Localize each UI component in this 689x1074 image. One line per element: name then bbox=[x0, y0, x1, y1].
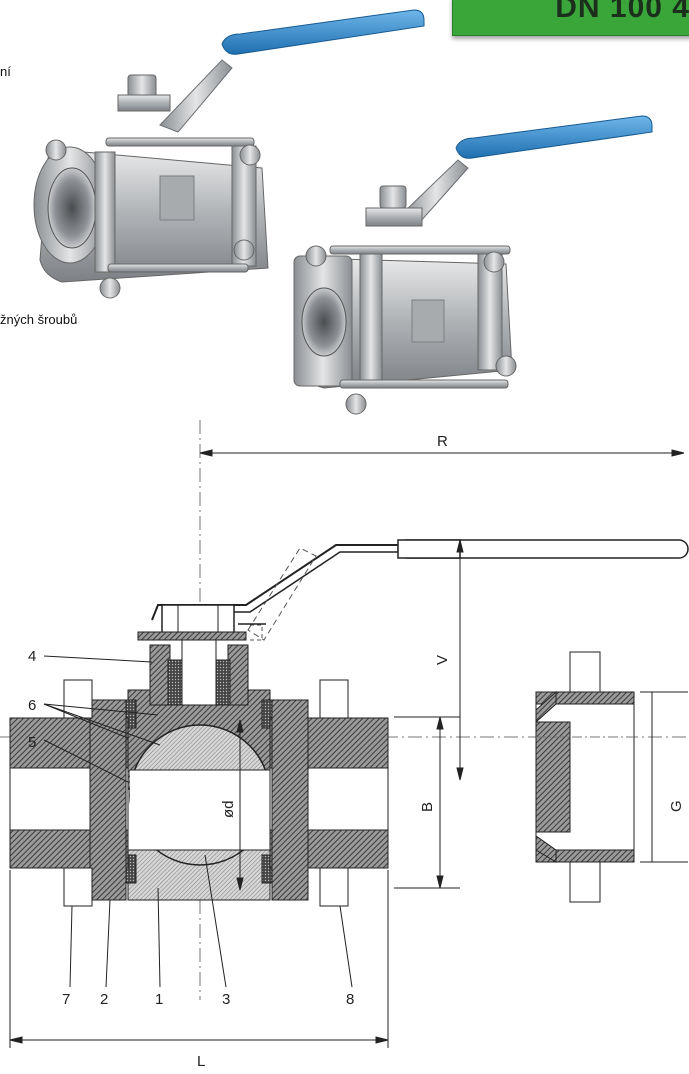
dim-label-v: V bbox=[434, 655, 451, 665]
ball-bore bbox=[130, 770, 270, 850]
gland-left bbox=[149, 644, 171, 706]
bolt-top-2 bbox=[329, 245, 511, 255]
valve-photo-2 bbox=[293, 115, 653, 415]
nut-2c bbox=[345, 393, 367, 415]
dim-od-arrow-top bbox=[236, 719, 244, 733]
lever-grip-2 bbox=[455, 115, 653, 159]
leader-6a bbox=[43, 703, 159, 716]
valve-photo-1 bbox=[33, 9, 425, 299]
part-label-3: 3 bbox=[222, 991, 230, 1008]
right-nut-top bbox=[319, 679, 349, 719]
body-marking-2 bbox=[411, 299, 445, 343]
dim-od-arrow-bottom bbox=[236, 877, 244, 891]
leader-7 bbox=[69, 905, 73, 988]
dim-label-b: B bbox=[419, 802, 436, 812]
bolt-bottom-1 bbox=[107, 263, 249, 273]
bolt-bottom-2 bbox=[339, 379, 509, 389]
nut-1a bbox=[45, 139, 67, 161]
lever-grip-1 bbox=[221, 9, 425, 55]
badge-text: DN 100 4 bbox=[555, 0, 689, 24]
dim-b-arrow-bottom bbox=[436, 875, 444, 889]
stem-base-1 bbox=[117, 94, 171, 112]
stop-pin-phantom bbox=[250, 624, 263, 641]
part-label-4: 4 bbox=[28, 648, 36, 665]
nut-1d bbox=[233, 239, 255, 261]
part-label-8: 8 bbox=[346, 991, 354, 1008]
left-flange bbox=[89, 699, 127, 901]
left-nut-bottom bbox=[63, 867, 93, 907]
nut-1c bbox=[99, 277, 121, 299]
technical-drawing bbox=[0, 420, 689, 1048]
body-marking-1 bbox=[159, 175, 195, 221]
side-view-nut-top bbox=[569, 651, 601, 693]
side-view-wall bbox=[535, 721, 571, 833]
bolt-top-1 bbox=[105, 137, 255, 147]
dim-b-arrow-top bbox=[436, 716, 444, 730]
stem-nut-1 bbox=[127, 74, 157, 98]
part-label-2: 2 bbox=[100, 991, 108, 1008]
part-label-6: 6 bbox=[28, 697, 36, 714]
leader-6b bbox=[43, 703, 129, 739]
stem-packing-left bbox=[167, 659, 183, 709]
text-fragment-2: žných šroubů bbox=[0, 312, 78, 327]
nut-1b bbox=[239, 144, 261, 166]
leader-8 bbox=[339, 905, 353, 988]
dim-label-od: ød bbox=[220, 800, 237, 818]
right-flange bbox=[271, 699, 309, 901]
side-view bbox=[535, 651, 688, 903]
dim-v-arrow-bottom bbox=[456, 767, 464, 781]
dim-r-arrow-right bbox=[671, 449, 685, 457]
dim-r-arrow-left bbox=[199, 449, 213, 457]
nut-2d bbox=[495, 355, 517, 377]
stem-nut-2 bbox=[379, 185, 407, 209]
leader-2 bbox=[105, 899, 111, 988]
dim-l-arrow-left bbox=[9, 1036, 23, 1044]
dim-label-l: L bbox=[197, 1053, 205, 1070]
bore-opening-1 bbox=[47, 167, 97, 249]
gland-right bbox=[227, 644, 249, 706]
leader-1 bbox=[157, 887, 161, 988]
dim-v-arrow-top bbox=[456, 539, 464, 553]
nut-2a bbox=[305, 245, 327, 267]
text-fragment-1: ní bbox=[0, 64, 11, 79]
dim-label-r: R bbox=[437, 433, 448, 450]
leader-6c bbox=[43, 703, 161, 746]
body-flange-left-1 bbox=[94, 151, 116, 273]
right-nut-bottom bbox=[319, 867, 349, 907]
stem-packing-right bbox=[215, 659, 231, 709]
stop-plate bbox=[137, 631, 247, 641]
side-view-chamfer-bottom bbox=[535, 835, 557, 863]
part-label-7: 7 bbox=[62, 991, 70, 1008]
side-view-nut-bottom bbox=[569, 861, 601, 903]
stem-nut bbox=[161, 604, 235, 636]
leader-4 bbox=[43, 655, 153, 663]
side-view-chamfer-top bbox=[535, 690, 557, 724]
lever-outline-upper bbox=[151, 544, 400, 621]
leader-5 bbox=[43, 739, 129, 783]
dim-label-g: G bbox=[668, 800, 685, 812]
lever-phantom bbox=[247, 547, 317, 641]
part-label-5: 5 bbox=[28, 734, 36, 751]
stem-base-2 bbox=[365, 207, 423, 227]
nut-2b bbox=[483, 251, 505, 273]
dn-badge: DN 100 4 bbox=[452, 0, 689, 36]
lever-grip-sleeve bbox=[397, 539, 461, 559]
leader-3 bbox=[204, 854, 227, 988]
body-flange-left-2 bbox=[359, 249, 383, 381]
bore-opening-2 bbox=[301, 287, 347, 357]
lever-arm-1 bbox=[159, 59, 233, 133]
dim-l-arrow-right bbox=[375, 1036, 389, 1044]
part-label-1: 1 bbox=[155, 991, 163, 1008]
